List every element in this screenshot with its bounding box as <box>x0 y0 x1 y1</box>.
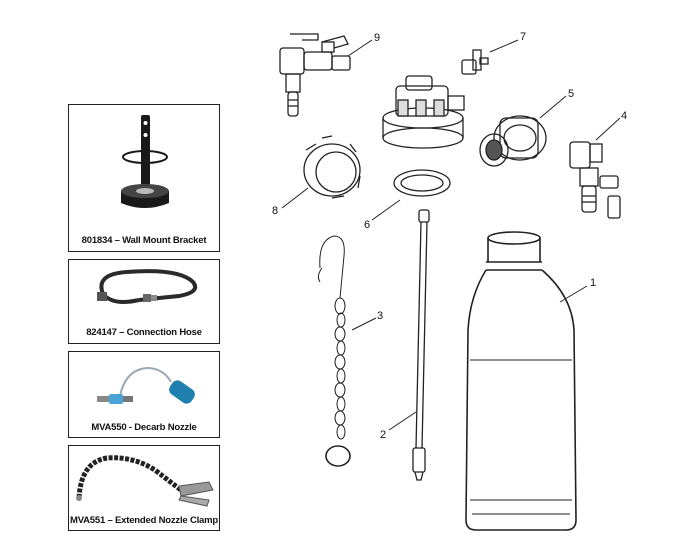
callout-9: 9 <box>374 32 381 44</box>
callout-6: 6 <box>364 219 371 231</box>
accessory-caption: MVA551 – Extended Nozzle Clamp <box>70 515 218 526</box>
connection-hose-image <box>97 269 198 304</box>
callout-7: 7 <box>520 31 527 43</box>
accessory-box-extended-nozzle-clamp: MVA551 – Extended Nozzle Clamp <box>68 445 220 531</box>
part-7-tee-fitting <box>461 49 489 75</box>
callout-2: 2 <box>380 429 387 441</box>
accessory-box-wall-mount-bracket: 801834 – Wall Mount Bracket <box>68 104 220 252</box>
extended-nozzle-clamp-image <box>76 455 214 507</box>
part-1-bottle <box>465 231 577 531</box>
part-6-gasket <box>393 169 451 197</box>
callout-1: 1 <box>590 277 597 289</box>
callout-4: 4 <box>621 110 628 122</box>
part-2-dip-tube <box>412 209 430 481</box>
callout-3: 3 <box>377 310 384 322</box>
accessory-caption: MVA550 - Decarb Nozzle <box>91 422 197 433</box>
decarb-nozzle-image <box>97 366 195 404</box>
wall-mount-bracket-image <box>121 115 169 208</box>
part-3-chain <box>317 235 351 467</box>
part-5-regulator <box>479 115 547 167</box>
callout-5: 5 <box>568 88 575 100</box>
part-9-ball-valve <box>279 33 351 117</box>
pump-head <box>382 75 465 149</box>
callout-leaders <box>281 39 621 431</box>
callout-8: 8 <box>272 205 279 217</box>
accessory-box-decarb-nozzle: MVA550 - Decarb Nozzle <box>68 351 220 438</box>
accessory-caption: 801834 – Wall Mount Bracket <box>81 235 207 246</box>
accessory-box-connection-hose: 824147 – Connection Hose <box>68 259 220 344</box>
part-4-angle-valve <box>569 141 621 219</box>
accessory-caption: 824147 – Connection Hose <box>86 327 202 338</box>
part-8-collar-nut <box>303 135 361 199</box>
